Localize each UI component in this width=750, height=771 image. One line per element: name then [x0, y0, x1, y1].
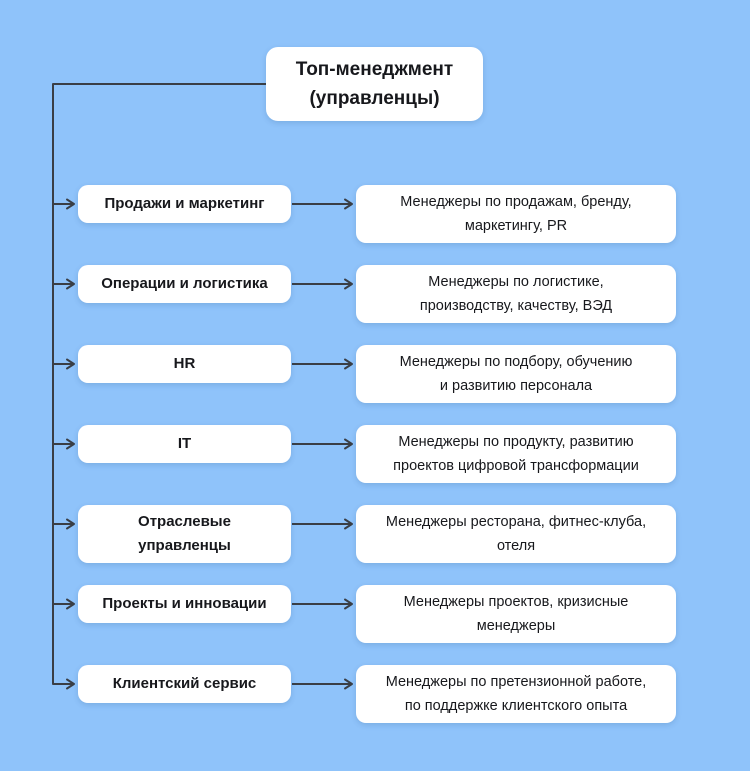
category-box-sales-marketing: Продажи и маркетинг	[78, 185, 291, 223]
description-label: Менеджеры по претензионной работе, по по…	[385, 674, 647, 714]
category-label: Операции и логистика	[101, 275, 268, 292]
description-label: Менеджеры по продукту, развитию проектов…	[393, 434, 639, 474]
category-box-client-service: Клиентский сервис	[78, 665, 291, 703]
description-box-projects-innovation: Менеджеры проектов, кризисные менеджеры	[356, 585, 676, 643]
category-label: Продажи и маркетинг	[104, 195, 265, 212]
category-label: IT	[177, 435, 192, 452]
category-box-operations-logistics: Операции и логистика	[78, 265, 291, 303]
category-label: Клиентский сервис	[112, 675, 257, 692]
category-box-projects-innovation: Проекты и инновации	[78, 585, 291, 623]
category-box-it: IT	[78, 425, 291, 463]
description-box-client-service: Менеджеры по претензионной работе, по по…	[356, 665, 676, 723]
description-label: Менеджеры по продажам, бренду, маркетинг…	[400, 194, 632, 234]
description-box-it: Менеджеры по продукту, развитию проектов…	[356, 425, 676, 483]
description-box-industry-managers: Менеджеры ресторана, фитнес-клуба, отеля	[356, 505, 676, 563]
description-box-hr: Менеджеры по подбору, обучению и развити…	[356, 345, 676, 403]
description-label: Менеджеры по логистике, производству, ка…	[419, 274, 613, 314]
category-label: Отраслевые управленцы	[138, 513, 231, 554]
description-label: Менеджеры проектов, кризисные менеджеры	[403, 594, 629, 634]
description-box-operations-logistics: Менеджеры по логистике, производству, ка…	[356, 265, 676, 323]
root-box-label: Топ-менеджмент (управленцы)	[295, 59, 454, 109]
description-box-sales-marketing: Менеджеры по продажам, бренду, маркетинг…	[356, 185, 676, 243]
description-label: Менеджеры по подбору, обучению и развити…	[399, 354, 633, 394]
category-label: Проекты и инновации	[102, 595, 267, 612]
root-box-top-management: Топ-менеджмент (управленцы)	[266, 47, 483, 121]
category-box-hr: HR	[78, 345, 291, 383]
description-label: Менеджеры ресторана, фитнес-клуба, отеля	[385, 514, 647, 554]
category-label: HR	[173, 355, 196, 372]
category-box-industry-managers: Отраслевые управленцы	[78, 505, 291, 563]
